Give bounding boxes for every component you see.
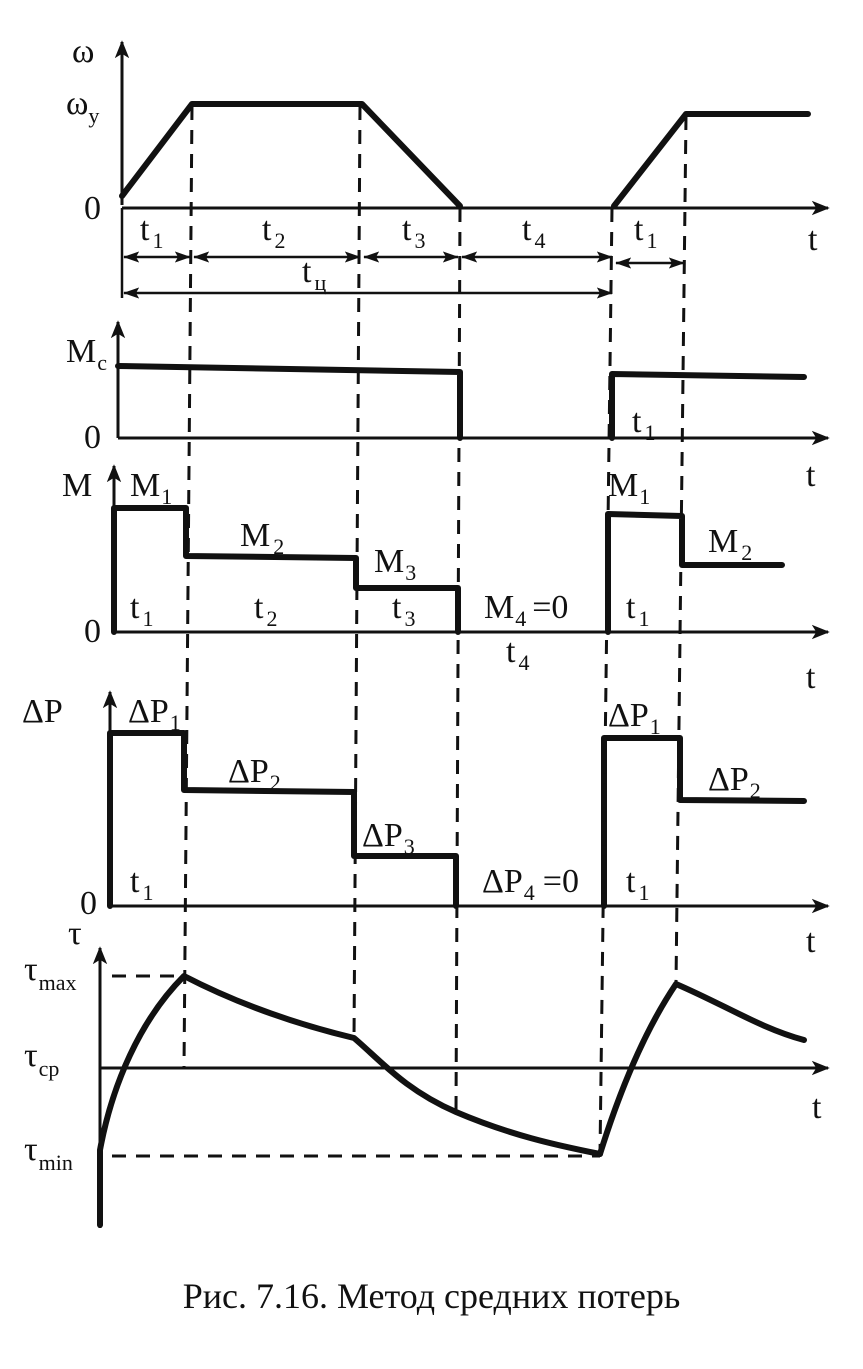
divider-end-t4 [598,207,614,1155]
losses-label-p2-next: ΔP2 [708,761,761,803]
temperature-curve-cycle [97,973,603,1228]
tau-min-label: τmin [24,1131,73,1175]
mc-zero-label: 0 [84,419,101,456]
torque-label-m3: M3 [374,543,416,585]
temperature-axis-label: τ [68,915,82,952]
mc-load-torque-next [609,371,807,441]
omega-zero-label: 0 [84,190,101,227]
torque-t-label: t [806,659,816,696]
losses-label-p2: ΔP2 [228,753,281,795]
omega-t-label: t [808,221,818,258]
temperature-curve-next [597,981,807,1157]
temperature-t-label: t [812,1089,822,1126]
tau-cp-label: τcp [24,1037,59,1081]
mc-t-label: t [806,457,816,494]
figure-caption: Рис. 7.16. Метод средних потерь [182,1276,681,1316]
divider-end-t2 [352,105,362,1041]
torque-curve-cycle [111,505,461,635]
losses-label-p4: ΔP4=0 [482,863,579,905]
losses-label-p1: ΔP1 [128,693,181,735]
omega-axis-label: ω [72,33,94,70]
losses-label-p1-next: ΔP1 [608,697,661,739]
losses-curve-cycle [107,730,459,909]
omega-curve-next [611,111,811,209]
torque-label-m1-next: M1 [608,467,650,509]
losses-t-label: t [806,923,816,960]
interval-dividers [182,105,688,1155]
mc-load-torque-cycle [115,363,463,441]
losses-axis-label: ΔP [22,693,63,730]
temperature-panel: τ τmax τcp τmin t [24,915,830,1228]
losses-zero-label: 0 [80,885,97,922]
torque-axis-label: M [62,467,92,504]
torque-label-m4: M4=0 [484,589,568,631]
mc-axis-label: Mc [66,333,107,375]
torque-zero-label: 0 [84,613,101,650]
divider-end-t1-next [674,115,688,985]
divider-end-t3 [454,207,462,1113]
divider-end-t1 [182,105,194,1069]
tau-max-label: τmax [24,951,77,995]
losses-label-p3: ΔP3 [362,817,415,859]
torque-label-m1: M1 [130,467,172,509]
omega-curve-cycle [119,101,463,209]
omega-y-label: ωy [66,85,99,128]
